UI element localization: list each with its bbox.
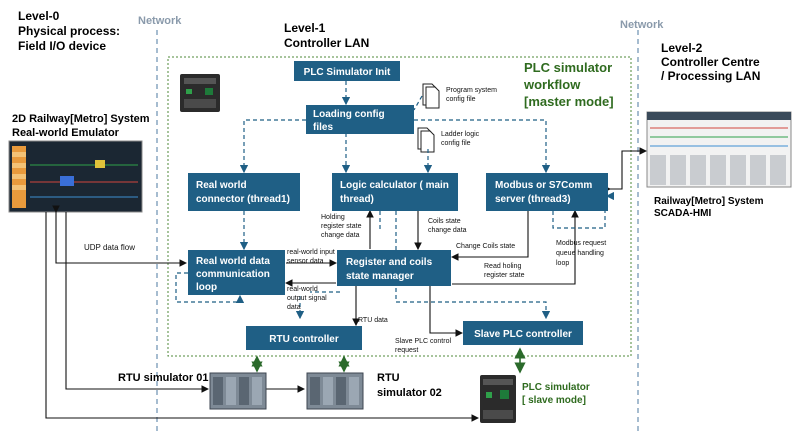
plc-slave-label-2: [ slave mode] [522,395,586,406]
plc-init-box [294,61,400,81]
rw-output-label-3: data [287,304,301,311]
arrow-modbus-to-register [450,211,529,261]
modbus-req-label-2: queue handling [556,250,604,257]
plc-slave-label-1: PLC simulator [522,382,590,393]
comm-loop-label-1: Real world data [196,256,270,267]
loading-config-label-1: Loading config [313,109,385,120]
logic-calculator-box [332,173,458,211]
arrow-program-file [413,95,423,111]
rtu-controller-label: RTU controller [269,334,339,345]
emulator-label-2: Real-world Emulator [12,127,120,139]
modbus-req-label-3: loop [556,260,569,267]
ladder-config-file-icon [417,127,435,153]
arrow-comm-self-loop [175,272,245,304]
slave-req-label-1: Slave PLC control [395,338,451,345]
network-label-left: Network [138,15,182,27]
arrow-loading-to-modbus [414,119,551,174]
ladder-file-label-1: Ladder logic [441,131,480,138]
holding-label-1: Holding [321,214,345,221]
logic-calculator-label-1: Logic calculator ( main [340,180,449,191]
workflow-title-1: PLC simulator [524,60,612,75]
rtu-simulator-02-image [306,372,364,410]
change-coils-label: Change Coils state [456,243,515,250]
modbus-server-label-1: Modbus or S7Comm [495,180,592,191]
arrow-register-to-slave [429,286,464,337]
emulator-screen-image [8,140,143,213]
plc-master-device-icon [180,74,220,112]
comm-loop-box [188,250,285,295]
level1-line1: Level-1 [284,21,326,35]
level0-line3: Field I/O device [18,39,106,53]
holding-label-3: change data [321,232,360,239]
realworld-connector-box [188,173,300,211]
arrow-register-to-modbus [452,209,579,285]
level1-line2: Controller LAN [284,36,369,50]
realworld-connector-label-2: connector (thread1) [196,194,290,205]
workflow-title-2: workflow [523,77,581,92]
rw-input-label-2: sensor data [287,258,324,265]
rw-input-label-1: real-world input [287,249,335,256]
network-label-right: Network [620,19,664,31]
slave-req-label-2: request [395,347,418,354]
register-coils-box [337,250,451,286]
level2-line2: Controller Centre [661,55,760,69]
register-coils-label-1: Register and coils [346,257,433,268]
arrow-emulator-to-plc-slave [45,212,480,422]
modbus-req-label-1: Modbus request [556,240,606,247]
rtu-simulator-02-label-1: RTU [377,372,400,384]
register-coils-label-2: state manager [346,271,414,282]
program-file-label-2: config file [446,96,476,103]
program-config-file-icon [422,83,440,109]
comm-loop-label-2: communication [196,269,270,280]
read-holding-label-1: Read holing [484,263,521,270]
plc-slave-device-icon [480,375,516,423]
udp-data-flow-label: UDP data flow [84,243,135,252]
scada-label-1: Railway[Metro] System [654,196,764,207]
realworld-connector-label-1: Real world [196,180,247,191]
level0-line1: Level-0 [18,9,60,23]
modbus-server-label-2: server (thread3) [495,194,571,205]
rtu-controller-box [246,326,362,350]
holding-label-2: register state [321,223,362,230]
coils-change-label-1: Coils state [428,218,461,225]
slave-plc-controller-box [463,321,583,345]
comm-loop-label-3: loop [196,282,217,293]
level2-line1: Level-2 [661,41,703,55]
plc-init-label: PLC Simulator Init [304,67,391,78]
level2-line3: / Processing LAN [661,69,760,83]
arrow-loading-to-realworld [239,119,306,174]
arrow-emulator-to-rtu01 [65,212,210,393]
scada-hmi-image [646,111,792,188]
level0-line2: Physical process: [18,24,120,38]
slave-plc-controller-label: Slave PLC controller [474,329,572,340]
rtu-simulator-02-label-2: simulator 02 [377,387,442,399]
rtu-simulator-01-label: RTU simulator 01 [118,372,208,384]
rtu-data-label: RTU data [358,317,388,324]
program-file-label-1: Program system [446,87,497,94]
rw-output-label-1: real-world [287,286,318,293]
logic-calculator-label-2: thread) [340,194,374,205]
rw-output-label-2: output signal [287,295,327,302]
loading-config-label-2: files [313,122,333,133]
arrow-udp-data-flow [52,205,188,267]
read-holding-label-2: register state [484,272,525,279]
arrow-modbus-to-scada [603,147,648,193]
modbus-server-box [486,173,608,211]
scada-label-2: SCADA-HMI [654,208,711,219]
workflow-boundary [167,56,632,357]
emulator-label-1: 2D Railway[Metro] System [12,113,150,125]
loading-config-box [306,105,414,134]
workflow-title-3: [master mode] [524,94,614,109]
coils-change-label-2: change data [428,227,467,234]
ladder-file-label-2: config file [441,140,471,147]
rtu-simulator-01-image [209,372,267,410]
